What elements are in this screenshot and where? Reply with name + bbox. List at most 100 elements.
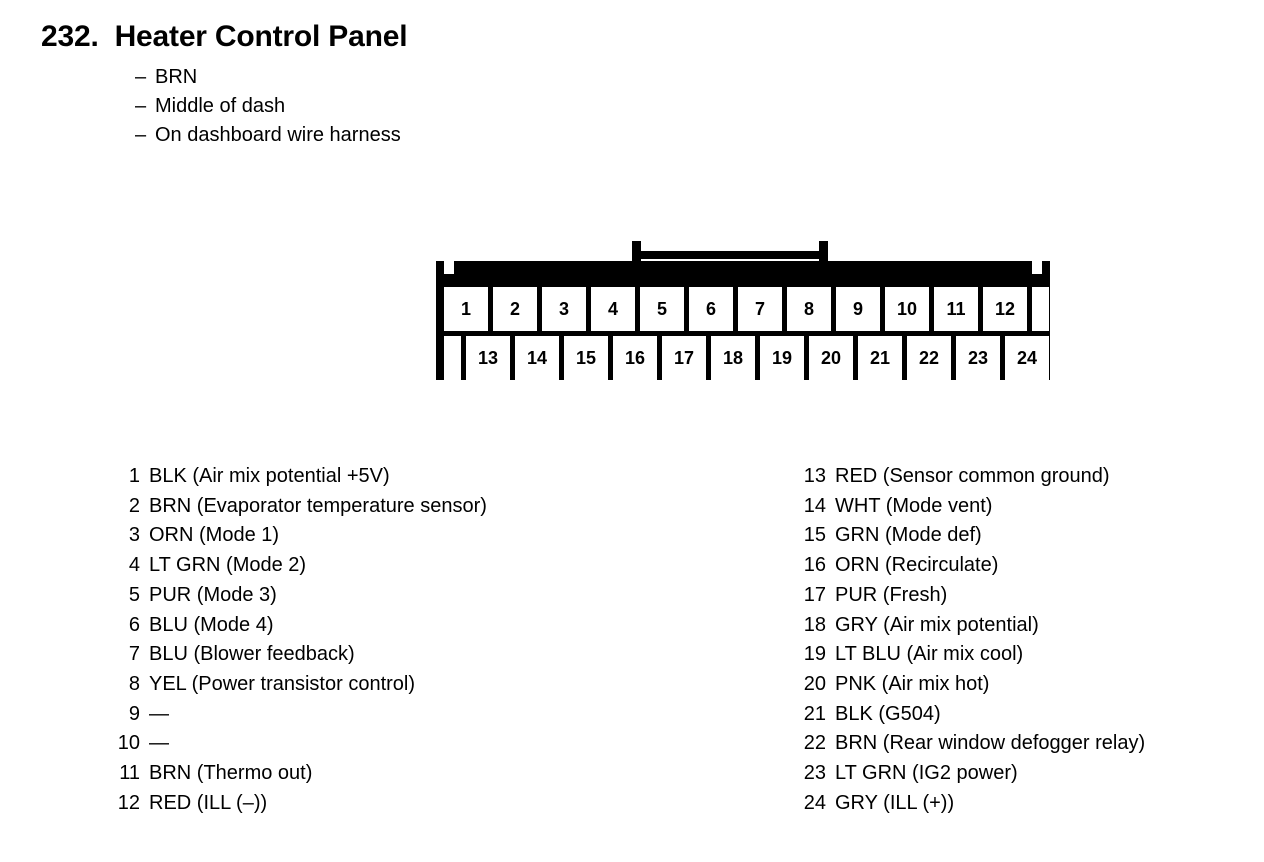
- pin-label: GRY (ILL (+)): [835, 791, 955, 814]
- page-title: 232. Heater Control Panel: [41, 20, 941, 54]
- pin-label: BRN (Evaporator temperature sensor): [149, 494, 487, 517]
- pin-cell-23: 23: [956, 336, 1000, 380]
- pin-number: 8: [128, 672, 140, 695]
- latch-post-right: [819, 241, 828, 270]
- pin-label: BLK (Air mix potential +5V): [149, 465, 390, 487]
- pin-entry-18: 18 GRY (Air mix potential): [796, 611, 1145, 641]
- pin-entry-23: 23 LT GRN (IG2 power): [796, 759, 1145, 789]
- latch-post-left: [632, 241, 641, 270]
- pin-cell-5: 5: [640, 287, 684, 331]
- pin-entry-1: 1 BLK (Air mix potential +5V): [110, 462, 487, 492]
- pin-number: 18: [803, 613, 826, 636]
- connector-latch: [632, 241, 828, 270]
- pin-entry-10: 10—: [110, 729, 487, 759]
- connector-diagram: 1 2 3 4 5 6 7 8 9 10 11 12 13 14 15 16 1…: [436, 241, 1050, 380]
- pin-cell-9: 9: [836, 287, 880, 331]
- list-item-label: BRN: [155, 66, 198, 88]
- pin-entry-11: 11 BRN (Thermo out): [110, 759, 487, 789]
- pin-number: 4: [128, 554, 140, 577]
- pin-cell-19: 19: [760, 336, 804, 380]
- pin-entry-4: 4 LT GRN (Mode 2): [110, 551, 487, 581]
- pin-label: LT GRN (Mode 2): [149, 554, 307, 577]
- pin-number: 9: [128, 702, 140, 725]
- pin-entry-22: 22 BRN (Rear window defogger relay): [796, 729, 1145, 759]
- pin-entry-24: 24 GRY (ILL (+)): [796, 789, 1145, 819]
- dash-icon: –: [135, 66, 147, 88]
- pin-number: 11: [119, 762, 140, 785]
- pin-list-left: 1 BLK (Air mix potential +5V) 2 BRN (Evapo…: [110, 462, 487, 818]
- pin-cell-18: 18: [711, 336, 755, 380]
- pin-cell-8: 8: [787, 287, 831, 331]
- pin-number: 2: [128, 494, 140, 517]
- pin-cell-7: 7: [738, 287, 782, 331]
- pin-number: 21: [803, 702, 826, 725]
- pin-label: BRN (Rear window defogger relay): [835, 732, 1146, 755]
- pin-cell-1: 1: [444, 287, 488, 331]
- pin-cell-24: 24: [1005, 336, 1049, 380]
- pin-number: 5: [128, 583, 140, 606]
- pin-number: 22: [803, 732, 826, 755]
- pin-number: 1: [128, 465, 140, 487]
- pin-number: 7: [128, 643, 140, 666]
- pin-number: 24: [803, 791, 826, 814]
- latch-bar: [641, 251, 819, 259]
- pin-number: 10: [117, 732, 140, 755]
- pin-entry-14: 14 WHT (Mode vent): [796, 492, 1145, 522]
- pin-label: WHT (Mode vent): [835, 494, 993, 517]
- pin-label: LT GRN (IG2 power): [835, 762, 1018, 785]
- pin-label: PUR (Fresh): [835, 583, 948, 606]
- pin-number: 19: [803, 643, 826, 666]
- pin-cell-3: 3: [542, 287, 586, 331]
- pin-label: ORN (Mode 1): [149, 524, 280, 547]
- pin-entry-12: 12 RED (ILL (–)): [110, 789, 487, 819]
- list-item: – Middle of dash: [135, 92, 941, 121]
- pin-label: BRN (Thermo out): [149, 762, 313, 785]
- pin-label: PUR (Mode 3): [149, 583, 277, 606]
- pin-number: 3: [128, 524, 140, 547]
- pin-entry-2: 2 BRN (Evaporator temperature sensor): [110, 492, 487, 522]
- pin-label: PNK (Air mix hot): [835, 672, 990, 695]
- pin-entry-9: 9—: [110, 700, 487, 730]
- connector-bottom-row: 13 14 15 16 17 18 19 20 21 22 23 24: [444, 336, 1049, 380]
- dash-icon: –: [135, 124, 147, 146]
- pin-entry-17: 17 PUR (Fresh): [796, 581, 1145, 611]
- pin-number: 23: [803, 762, 826, 785]
- list-item: – On dashboard wire harness: [135, 121, 941, 150]
- pin-number: 16: [803, 554, 826, 577]
- section-title: Heater Control Panel: [114, 20, 408, 53]
- pin-cell-20: 20: [809, 336, 853, 380]
- pin-cell-12: 12: [983, 287, 1027, 331]
- pin-number: 15: [803, 524, 826, 547]
- pin-cell-2: 2: [493, 287, 537, 331]
- pin-label: GRY (Air mix potential): [835, 613, 1039, 636]
- pin-label: ORN (Recirculate): [835, 554, 999, 577]
- pin-number: 6: [128, 613, 140, 636]
- pin-number: 12: [117, 791, 140, 814]
- pin-label: RED (Sensor common ground): [835, 465, 1110, 487]
- pin-cell-14: 14: [515, 336, 559, 380]
- list-item-label: On dashboard wire harness: [155, 124, 401, 146]
- pin-number: 14: [803, 494, 826, 517]
- page-header: 232. Heater Control Panel – BRN – Middle…: [41, 20, 941, 150]
- pin-cell-6: 6: [689, 287, 733, 331]
- list-item-label: Middle of dash: [155, 95, 286, 117]
- pin-cell-10: 10: [885, 287, 929, 331]
- pin-entry-3: 3 ORN (Mode 1): [110, 521, 487, 551]
- list-item: – BRN: [135, 63, 941, 92]
- pin-label: RED (ILL (–)): [149, 791, 268, 814]
- pin-number: 17: [803, 583, 826, 606]
- pin-cell-16: 16: [613, 336, 657, 380]
- connector-shell: 1 2 3 4 5 6 7 8 9 10 11 12 13 14 15 16 1…: [436, 261, 1050, 380]
- pin-cell-21: 21: [858, 336, 902, 380]
- pin-label: YEL (Power transistor control): [149, 672, 416, 695]
- pin-cell-11: 11: [934, 287, 978, 331]
- shell-notch-right: [1032, 261, 1042, 274]
- pin-cell-15: 15: [564, 336, 608, 380]
